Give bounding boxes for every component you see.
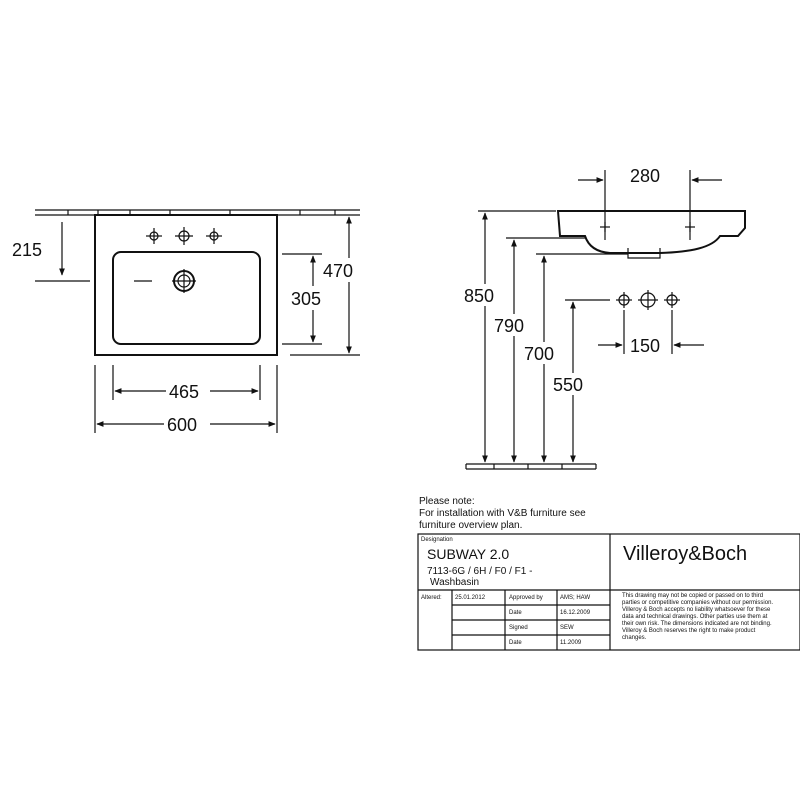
approved-label: Approved by <box>509 595 543 601</box>
floor-band <box>465 463 597 470</box>
dim-700: 700 <box>522 253 628 463</box>
dim-550-label: 550 <box>553 375 583 395</box>
altered-date: 25.01.2012 <box>455 595 486 601</box>
date-value-2: 11.2009 <box>560 640 582 646</box>
note-heading: Please note: <box>419 496 475 507</box>
product-code: 7113-6G / 6H / F0 / F1 - <box>427 566 532 577</box>
dim-790-label: 790 <box>494 316 524 336</box>
title-block: Designation SUBWAY 2.0 7113-6G / 6H / F0… <box>417 533 800 651</box>
bowl-outline <box>112 251 261 345</box>
dim-470-label: 470 <box>323 261 353 281</box>
dim-215-label: 215 <box>12 240 42 260</box>
tap-hole-icon <box>206 228 222 244</box>
front-view: 215 470 305 465 <box>12 209 360 435</box>
brand-logo: Villeroy&Boch <box>623 543 747 565</box>
product-type: Washbasin <box>430 577 479 588</box>
designation-label: Designation <box>421 537 453 543</box>
dim-215: 215 <box>12 222 90 282</box>
dim-305: 305 <box>282 253 328 345</box>
side-view: 280 850 790 <box>462 166 746 470</box>
signed-value: SEW <box>560 625 574 631</box>
date-value-1: 16.12.2009 <box>560 610 591 616</box>
date-label-2: Date <box>509 640 522 646</box>
dim-465: 465 <box>112 365 261 402</box>
note-line-2: furniture overview plan. <box>419 520 522 531</box>
approved-value: AMS; HAW <box>560 595 590 601</box>
svg-text:changes.: changes. <box>622 635 647 641</box>
signed-label: Signed <box>509 625 528 631</box>
disclaimer-text: This drawing may not be copied or passed… <box>622 593 773 641</box>
altered-label: Altered: <box>421 595 442 601</box>
dim-550: 550 <box>551 299 610 463</box>
basin-side-profile <box>556 210 746 259</box>
dim-280-label: 280 <box>630 166 660 186</box>
svg-text:Villeroy & Boch accepts no lia: Villeroy & Boch accepts no liability wha… <box>622 607 771 613</box>
drain-icon <box>134 269 196 293</box>
dim-790: 790 <box>492 237 585 463</box>
dim-700-label: 700 <box>524 344 554 364</box>
svg-text:This drawing may not be copied: This drawing may not be copied or passed… <box>622 593 763 599</box>
note-line-1: For installation with V&B furniture see <box>419 508 586 519</box>
svg-text:parties or competitive compani: parties or competitive companies without… <box>622 600 773 606</box>
dim-470: 470 <box>290 216 360 356</box>
dim-305-label: 305 <box>291 289 321 309</box>
dim-850: 850 <box>462 210 556 463</box>
svg-text:their own risk. The dimensions: their own risk. The dimensions indicated… <box>622 621 772 627</box>
dim-600-label: 600 <box>167 415 197 435</box>
svg-text:data and technical drawings. O: data and technical drawings. Other parti… <box>622 614 768 620</box>
tap-hole-icon <box>175 227 193 245</box>
supply-connection-icon <box>616 292 632 308</box>
dim-850-label: 850 <box>464 286 494 306</box>
supply-connection-icon <box>638 290 658 310</box>
supply-connection-icon <box>664 292 680 308</box>
date-label-1: Date <box>509 610 522 616</box>
dim-150-label: 150 <box>630 336 660 356</box>
svg-text:Villeroy & Boch reserves the r: Villeroy & Boch reserves the right to ma… <box>622 628 756 634</box>
dim-150: 150 <box>598 310 704 356</box>
dim-600: 600 <box>94 365 278 435</box>
product-name: SUBWAY 2.0 <box>427 546 509 562</box>
installation-note: Please note: For installation with V&B f… <box>419 496 586 531</box>
dim-465-label: 465 <box>169 382 199 402</box>
basin-outline <box>94 214 278 356</box>
tap-hole-icon <box>146 228 162 244</box>
dim-280: 280 <box>578 166 722 240</box>
